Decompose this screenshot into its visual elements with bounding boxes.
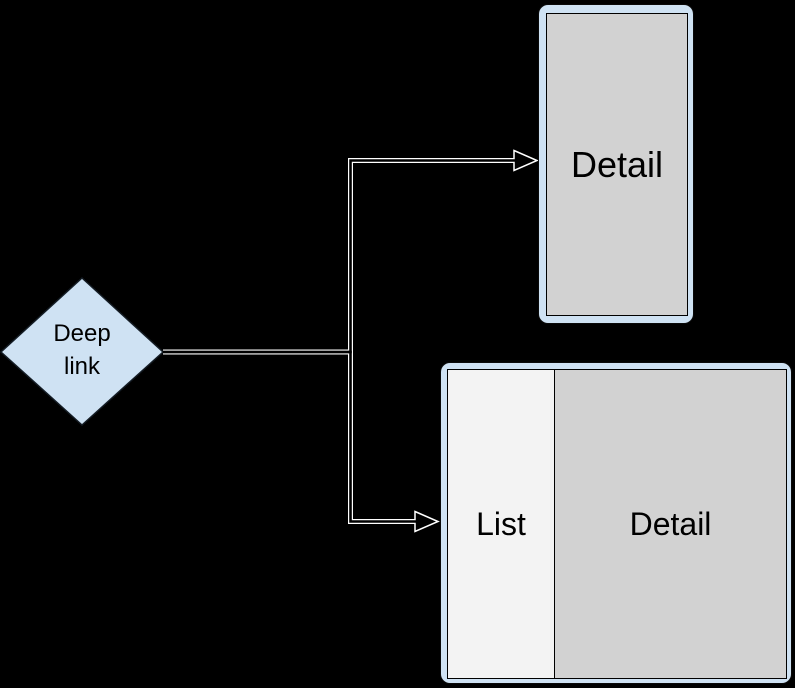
deep-link-diamond-shape — [0, 276, 165, 427]
detail-pane: Detail — [555, 370, 786, 678]
arrowhead-to-detail-icon — [513, 149, 539, 172]
list-detail-tablet-screen: List Detail — [447, 369, 787, 679]
arrow-to-detail-inner — [163, 159, 516, 354]
detail-pane-label: Detail — [629, 505, 712, 542]
detail-phone-frame: Detail — [538, 4, 694, 324]
arrowhead-to-list-detail-icon — [414, 510, 440, 533]
list-pane-label: List — [476, 505, 526, 542]
list-detail-tablet-frame: List Detail — [440, 362, 792, 684]
arrow-to-list-detail — [163, 349, 415, 524]
arrow-to-detail — [163, 158, 514, 355]
deep-link-label: Deep link — [53, 320, 111, 380]
detail-phone-label: Detail — [570, 143, 664, 185]
list-pane: List — [448, 370, 555, 678]
arrow-to-list-detail-inner — [163, 350, 417, 523]
detail-phone-screen: Detail — [546, 13, 688, 316]
